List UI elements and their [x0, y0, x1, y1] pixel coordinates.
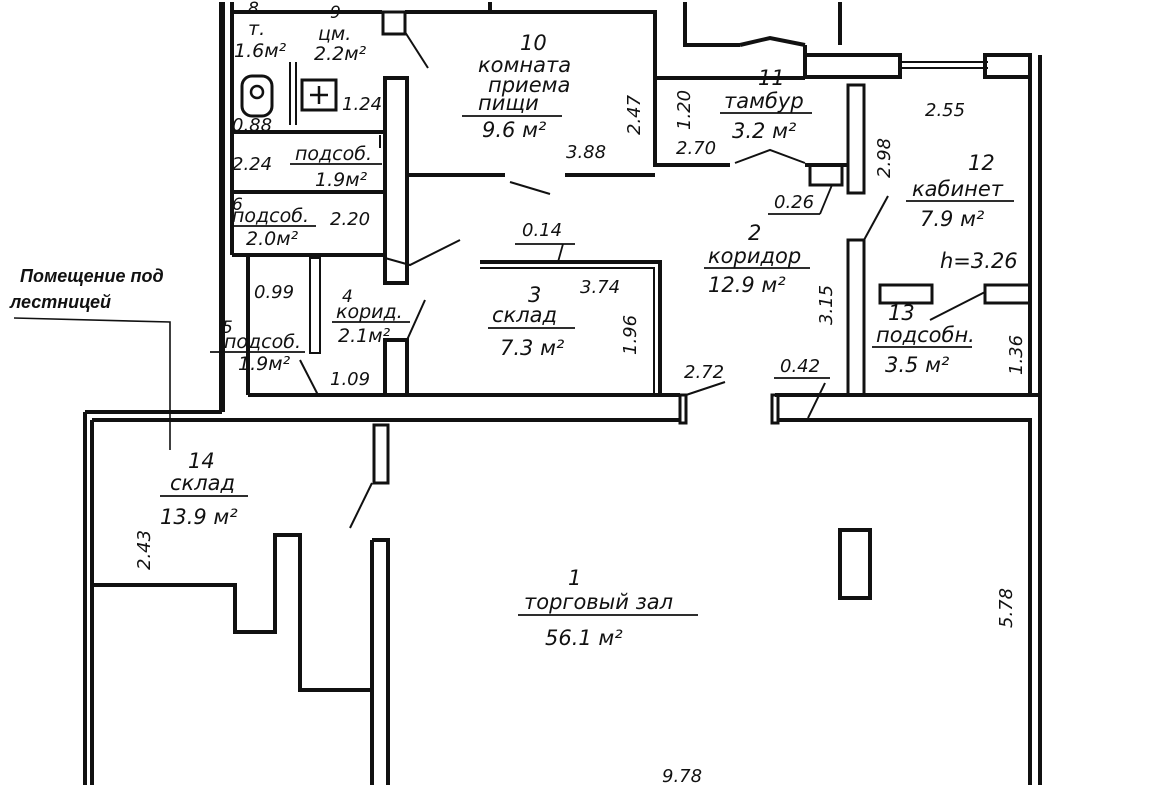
room-9-area: 2.2м² — [314, 43, 367, 65]
room-3-name: склад — [492, 303, 557, 327]
room-6-number: 6 — [232, 195, 243, 215]
room-10-name-1: комната — [478, 53, 571, 77]
dim-1-36: 1.36 — [1006, 335, 1027, 375]
room-12-number: 12 — [968, 151, 995, 175]
walls — [83, 2, 1042, 785]
room-2-name: коридор — [708, 244, 801, 268]
dimensions: 1.24 0.88 2.24 2.20 0.99 1.09 0.14 3.74 … — [134, 90, 1027, 785]
dim-2-70: 2.70 — [676, 138, 716, 159]
dim-3-88: 3.88 — [566, 142, 606, 163]
room-7-name: подсоб. — [295, 143, 372, 165]
room-12-name: кабинет — [912, 177, 1004, 201]
note-line-2: лестницей — [9, 292, 111, 312]
room-14-name: склад — [170, 471, 235, 495]
room-1-area: 56.1 м² — [545, 626, 623, 650]
room-8-name: т. — [248, 18, 265, 40]
room-11-name: тамбур — [724, 89, 804, 113]
room-12-area: 7.9 м² — [920, 207, 985, 231]
dim-2-72: 2.72 — [684, 362, 724, 383]
dim-1-24: 1.24 — [342, 94, 382, 115]
room-8-area: 1.6м² — [234, 40, 287, 62]
dim-1-20: 1.20 — [674, 90, 695, 130]
room-8-number: 8 — [248, 0, 259, 19]
room-11-area: 3.2 м² — [732, 119, 797, 143]
room-13-name: подсобн. — [876, 323, 975, 347]
room-4-area: 2.1м² — [338, 325, 391, 347]
dim-2-47: 2.47 — [624, 94, 645, 135]
room-1-number: 1 — [568, 566, 581, 590]
dim-5-78: 5.78 — [996, 588, 1017, 628]
dim-1-09: 1.09 — [330, 369, 370, 390]
room-10-area: 9.6 м² — [482, 118, 547, 142]
dim-1-96: 1.96 — [620, 315, 641, 355]
fixtures — [240, 62, 338, 125]
room-14-number: 14 — [188, 449, 215, 473]
doors — [299, 31, 986, 529]
dim-3-15: 3.15 — [816, 285, 837, 325]
room-13-number: 13 — [888, 301, 915, 325]
dim-2-20: 2.20 — [330, 209, 370, 230]
room-5-name: подсоб. — [224, 331, 301, 353]
room-3-area: 7.3 м² — [500, 336, 565, 360]
room-2-number: 2 — [748, 221, 761, 245]
dim-0-99: 0.99 — [254, 282, 294, 303]
room-13-area: 3.5 м² — [885, 353, 950, 377]
room-1-name: торговый зал — [524, 590, 673, 614]
room-4-name: корид. — [336, 301, 403, 323]
dim-3-74: 3.74 — [580, 277, 620, 298]
room-9-name: цм. — [318, 23, 351, 45]
room-4-number: 4 — [342, 287, 353, 307]
dim-2-55: 2.55 — [925, 100, 965, 121]
room-6-area: 2.0м² — [246, 228, 299, 250]
dim-0-88: 0.88 — [232, 115, 272, 136]
room-11-number: 11 — [758, 66, 785, 90]
room-3-number: 3 — [528, 283, 541, 307]
ceiling-height: h=3.26 — [940, 249, 1018, 273]
room-9-number: 9 — [330, 3, 341, 23]
note-leader — [13, 317, 171, 450]
room-10-name-3: пищи — [478, 91, 539, 115]
room-10-number: 10 — [520, 31, 547, 55]
dim-2-24: 2.24 — [232, 154, 272, 175]
dim-0-26: 0.26 — [774, 192, 814, 213]
dim-9-78: 9.78 — [662, 766, 702, 785]
room-14-area: 13.9 м² — [160, 505, 238, 529]
dim-0-42: 0.42 — [780, 356, 820, 377]
room-2-area: 12.9 м² — [708, 273, 786, 297]
room-5-area: 1.9м² — [238, 353, 291, 375]
room-5-number: 5 — [222, 318, 233, 338]
dim-0-14: 0.14 — [522, 220, 562, 241]
note-line-1: Помещение под — [20, 266, 164, 286]
room-10-name-2: приема — [488, 73, 570, 97]
dim-2-98: 2.98 — [874, 138, 895, 178]
room-6-name: подсоб. — [232, 205, 309, 227]
dim-2-43: 2.43 — [134, 530, 155, 570]
room-7-area: 1.9м² — [315, 169, 368, 191]
